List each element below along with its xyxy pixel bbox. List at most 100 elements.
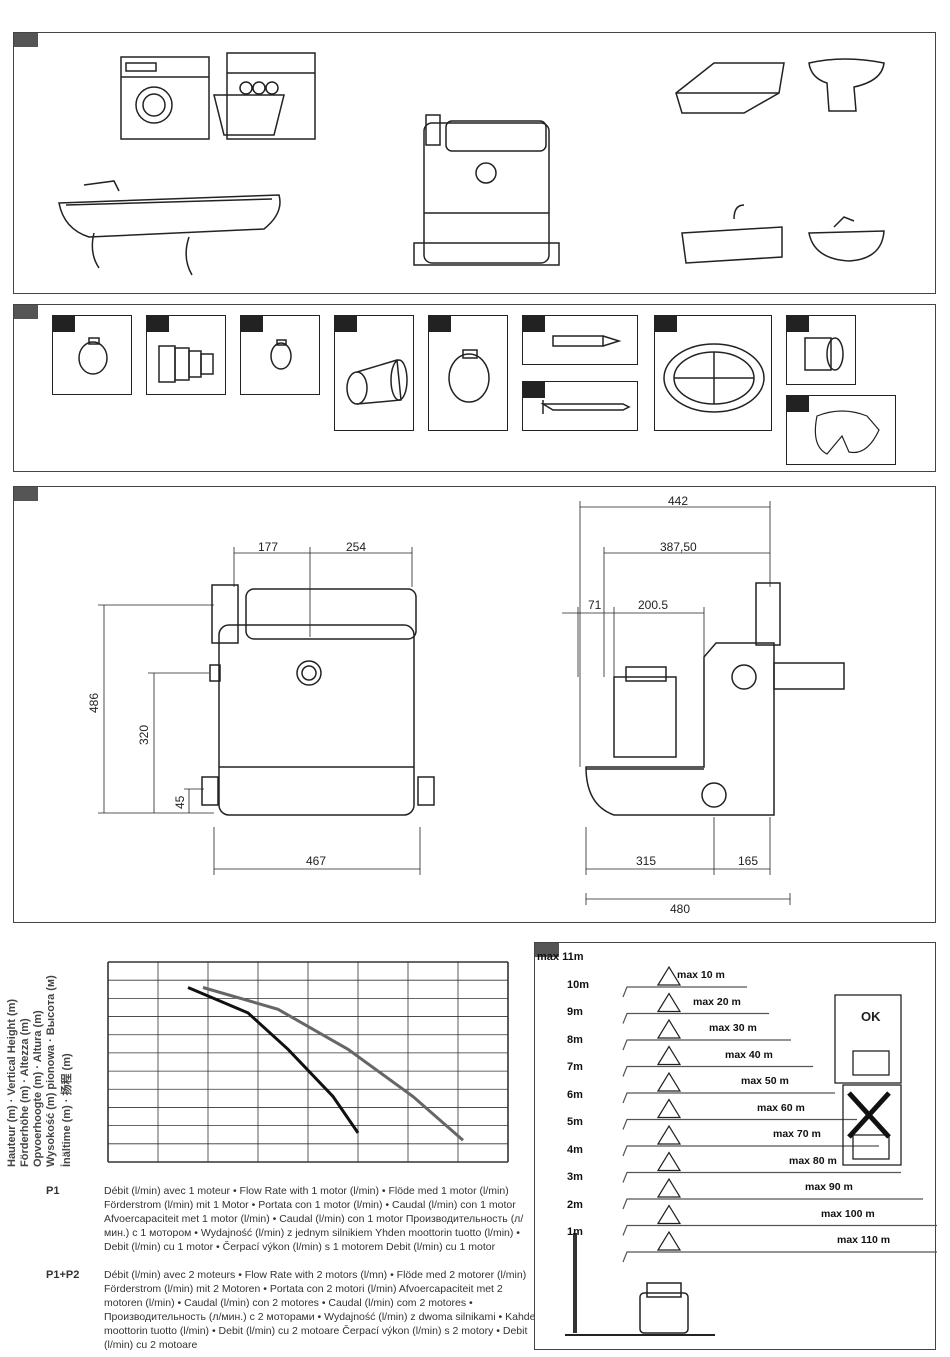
max-length-label: max 20 m <box>693 995 741 1008</box>
height-label: 8m <box>567 1033 583 1046</box>
component-hose-clamp-small <box>52 315 132 395</box>
dim-486: 486 <box>87 693 101 713</box>
pipe-run <box>622 986 747 998</box>
component-threaded-fitting <box>786 315 856 385</box>
pipe-run <box>622 1145 879 1157</box>
dim-315: 315 <box>636 854 656 868</box>
component-flexible-sleeve <box>334 315 414 431</box>
pipe-run <box>622 1092 835 1104</box>
pipe-run <box>622 1012 769 1024</box>
pump-unit-icon <box>639 1282 689 1334</box>
ylabel-line-1: Hauteur (m) · Vertical Height (m) <box>6 998 18 1167</box>
warning-icon <box>656 1071 682 1092</box>
height-label: 1m <box>567 1226 583 1238</box>
height-label: 4m <box>567 1143 583 1156</box>
forbidden-installation-icon <box>842 1084 902 1166</box>
wall-plug-icon <box>552 335 622 347</box>
component-hose-clamp-large <box>428 315 508 431</box>
section-marker <box>14 487 38 501</box>
section-marker <box>535 943 559 957</box>
pipe-run <box>622 1224 937 1236</box>
component-base-plate <box>654 315 772 431</box>
side-view-drawing <box>585 582 845 816</box>
height-label: 10m <box>567 978 590 991</box>
ok-label: OK <box>861 1009 881 1024</box>
legend-key-p1: P1 <box>46 1185 60 1197</box>
warning-icon <box>656 1124 682 1145</box>
sink-icon <box>681 204 783 264</box>
dim-480: 480 <box>670 902 690 916</box>
ylabel-line-3: Opvoerhoogte (m) · Altura (m) <box>32 1010 44 1167</box>
chart-ylabel: Hauteur (m) · Vertical Height (m) Förder… <box>6 957 73 1167</box>
stepped-adapter-icon <box>158 345 214 383</box>
pipe-run <box>622 1171 901 1183</box>
warning-icon <box>656 992 682 1013</box>
screw-icon <box>540 400 631 414</box>
component-elbow-gasket <box>786 395 896 465</box>
component-hose-clamp-medium <box>240 315 320 395</box>
section-marker <box>14 305 38 319</box>
installation-diagram <box>565 965 937 1336</box>
pipe-run <box>622 1118 857 1130</box>
legend-text-p1p2: Débit (l/min) avec 2 moteurs • Flow Rate… <box>104 1269 542 1351</box>
applications-panel <box>13 32 936 294</box>
performance-chart <box>107 961 509 1163</box>
section-marker <box>14 33 38 47</box>
max-length-label: max 70 m <box>773 1128 821 1140</box>
legend-key-p1p2: P1+P2 <box>46 1269 80 1281</box>
dimension-drawings: 177 254 486 320 45 467 442 387,50 71 200… <box>87 494 845 916</box>
component-stepped-adapter <box>146 315 226 395</box>
height-label: 6m <box>567 1088 583 1101</box>
pump-unit-icon <box>413 114 560 266</box>
pipe-run <box>622 1198 923 1210</box>
series-line-2 <box>202 986 464 1142</box>
dishwasher-icon <box>213 52 316 140</box>
dim-177: 177 <box>258 540 278 554</box>
warning-icon <box>656 1177 682 1198</box>
warning-icon <box>656 965 682 986</box>
dim-165: 165 <box>738 854 758 868</box>
dim-467: 467 <box>306 854 326 868</box>
threaded-fitting-icon <box>804 337 844 371</box>
pipe-run <box>622 1065 813 1077</box>
hose-clamp-icon <box>448 349 490 403</box>
dim-45: 45 <box>173 795 187 809</box>
components-panel <box>13 304 936 472</box>
component-screw <box>522 381 638 431</box>
max-length-label: max 60 m <box>757 1101 805 1114</box>
component-wall-plug <box>522 315 638 365</box>
warning-icon <box>656 1230 682 1251</box>
max-length-label: max 110 m <box>837 1234 891 1246</box>
max-length-label: max 50 m <box>741 1075 789 1087</box>
hose-clamp-icon <box>78 337 108 375</box>
ylabel-line-4: Wysokość (m) pionowa · Высота (м) <box>45 975 57 1167</box>
ylabel-line-5: İnältime (m) · 扬程 (m) <box>61 1053 73 1167</box>
hose-clamp-icon <box>270 339 292 370</box>
max-length-label: max 90 m <box>805 1181 853 1193</box>
legend-text-p1: Débit (l/min) avec 1 moteur • Flow Rate … <box>104 1185 524 1253</box>
appliance-illustrations <box>58 52 885 276</box>
height-label: 5m <box>567 1116 583 1128</box>
max-length-label: max 80 m <box>789 1154 837 1167</box>
height-label: 3m <box>567 1171 583 1183</box>
pipe-run <box>622 1251 937 1263</box>
pipe-run <box>622 1039 791 1051</box>
max-length-label: max 30 m <box>709 1022 757 1034</box>
dim-71: 71 <box>588 598 602 612</box>
max-length-label: max 10 m <box>677 969 725 981</box>
warning-icon <box>656 1204 682 1225</box>
flexible-sleeve-icon <box>346 359 408 405</box>
ylabel-line-2: Förderhöhe (m) · Altezza (m) <box>19 1018 31 1167</box>
dimensions-panel: 177 254 486 320 45 467 442 387,50 71 200… <box>13 486 936 923</box>
max-length-label: max 40 m <box>725 1048 773 1061</box>
dim-320: 320 <box>137 725 151 745</box>
series-line-1 <box>187 986 360 1134</box>
max-length-label: max 100 m <box>821 1207 875 1220</box>
toilet-icon <box>808 58 885 112</box>
warning-icon <box>656 1018 682 1039</box>
warning-icon <box>656 1151 682 1172</box>
warning-icon <box>656 1045 682 1066</box>
dim-200-5: 200.5 <box>638 598 668 612</box>
warning-icon <box>656 1098 682 1119</box>
base-plate-icon <box>663 343 765 413</box>
